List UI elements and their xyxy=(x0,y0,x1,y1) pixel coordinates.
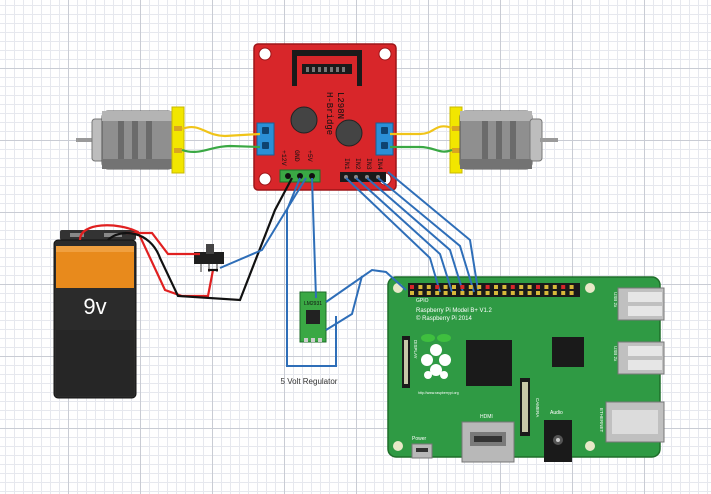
ethernet-label: ETHERNET xyxy=(599,408,604,433)
hdmi-label: HDMI xyxy=(480,414,493,420)
gpio-pin xyxy=(561,291,566,295)
gpio-pin xyxy=(519,285,524,289)
gpio-pin xyxy=(494,291,498,295)
raspberry-logo-icon xyxy=(421,334,451,379)
regulator-chip-label: LM2931 xyxy=(304,301,322,307)
gpio-label: GPIO xyxy=(416,298,429,304)
gpio-pin xyxy=(510,285,515,289)
power-label: Power xyxy=(412,436,427,442)
gpio-pin xyxy=(536,285,540,289)
gpio-pin xyxy=(527,291,532,295)
usb-label-1: USB 2x xyxy=(613,292,618,308)
usb-port-2[interactable] xyxy=(617,341,665,375)
heatsink-icon xyxy=(292,50,362,86)
gpio-pin xyxy=(527,285,532,289)
signal-wires xyxy=(219,171,479,367)
pi-model-label: Raspberry Pi Model B+ V1.2 xyxy=(416,308,493,314)
gpio-pin xyxy=(494,285,498,289)
pi-copyright-label: © Raspberry Pi 2014 xyxy=(416,315,472,322)
pin-gnd-label: GND xyxy=(293,150,300,162)
ethernet-port[interactable] xyxy=(605,401,665,443)
gpio-pin xyxy=(502,285,507,289)
hbridge-board-label: H-Bridge xyxy=(324,92,334,135)
display-label: DISPLAY xyxy=(413,340,418,359)
pin-12v-label: +12V xyxy=(280,150,287,166)
gpio-pin xyxy=(561,285,566,289)
motor-wires xyxy=(181,125,453,154)
gpio-pin xyxy=(443,291,448,295)
gpio-pin xyxy=(426,291,431,295)
motor-right-icon[interactable] xyxy=(449,106,558,174)
pi-url-label: http://www.raspberrypi.org xyxy=(418,391,459,395)
gpio-pin xyxy=(485,291,490,295)
gpio-pin xyxy=(552,291,557,295)
pin-in4-label: IN4 xyxy=(376,158,383,170)
pin-in3-label: IN3 xyxy=(365,158,372,170)
gpio-pin xyxy=(460,291,465,295)
pin-in1-label: IN1 xyxy=(343,158,350,170)
gpio-pin xyxy=(418,291,423,295)
gpio-pin xyxy=(536,291,540,295)
gpio-pin xyxy=(443,285,448,289)
gpio-pin xyxy=(452,291,456,295)
battery-label: 9v xyxy=(83,294,106,319)
gpio-pin xyxy=(460,285,465,289)
gpio-pin xyxy=(435,285,440,289)
regulator-caption: 5 Volt Regulator xyxy=(281,377,338,386)
gpio-pin xyxy=(519,291,524,295)
power-wires xyxy=(78,177,293,302)
camera-label: CAMERA xyxy=(535,398,540,417)
gpio-pins xyxy=(410,285,574,295)
pin-in2-label: IN2 xyxy=(354,158,361,170)
gpio-pin xyxy=(477,285,482,289)
hbridge-board[interactable]: L298N H-Bridge +12V GND +5V IN1 IN2 IN3 … xyxy=(253,43,397,191)
raspberry-pi-board[interactable]: GPIO Raspberry Pi Model B+ V1.2 © Raspbe… xyxy=(387,276,665,463)
audio-label: Audio xyxy=(550,410,563,416)
gpio-pin xyxy=(435,291,440,295)
gpio-pin xyxy=(410,285,414,289)
power-port[interactable] xyxy=(411,443,433,459)
audio-jack[interactable] xyxy=(544,420,572,462)
pin-5v-label: +5V xyxy=(306,150,313,162)
regulator[interactable]: LM2931 xyxy=(299,291,327,343)
battery[interactable]: 9v xyxy=(53,230,137,399)
switch-icon[interactable] xyxy=(194,244,224,272)
gpio-pin xyxy=(477,291,482,295)
gpio-pin xyxy=(569,291,574,295)
gpio-pin xyxy=(426,285,431,289)
gpio-pin xyxy=(510,291,515,295)
gpio-pin xyxy=(502,291,507,295)
gpio-pin xyxy=(544,285,549,289)
hdmi-port[interactable] xyxy=(461,421,515,463)
hbridge-chip-label: L298N xyxy=(335,92,345,119)
gpio-pin xyxy=(544,291,549,295)
gpio-pin xyxy=(569,285,574,289)
gpio-pin xyxy=(468,285,473,289)
gpio-pin xyxy=(485,285,490,289)
gpio-pin xyxy=(452,285,456,289)
gpio-pin xyxy=(552,285,557,289)
gpio-pin xyxy=(468,291,473,295)
usb-port-1[interactable] xyxy=(617,287,665,321)
gpio-pin xyxy=(418,285,423,289)
motor-left-icon[interactable] xyxy=(76,106,185,174)
gpio-pin xyxy=(410,291,414,295)
usb-label-2: USB 2x xyxy=(613,346,618,362)
